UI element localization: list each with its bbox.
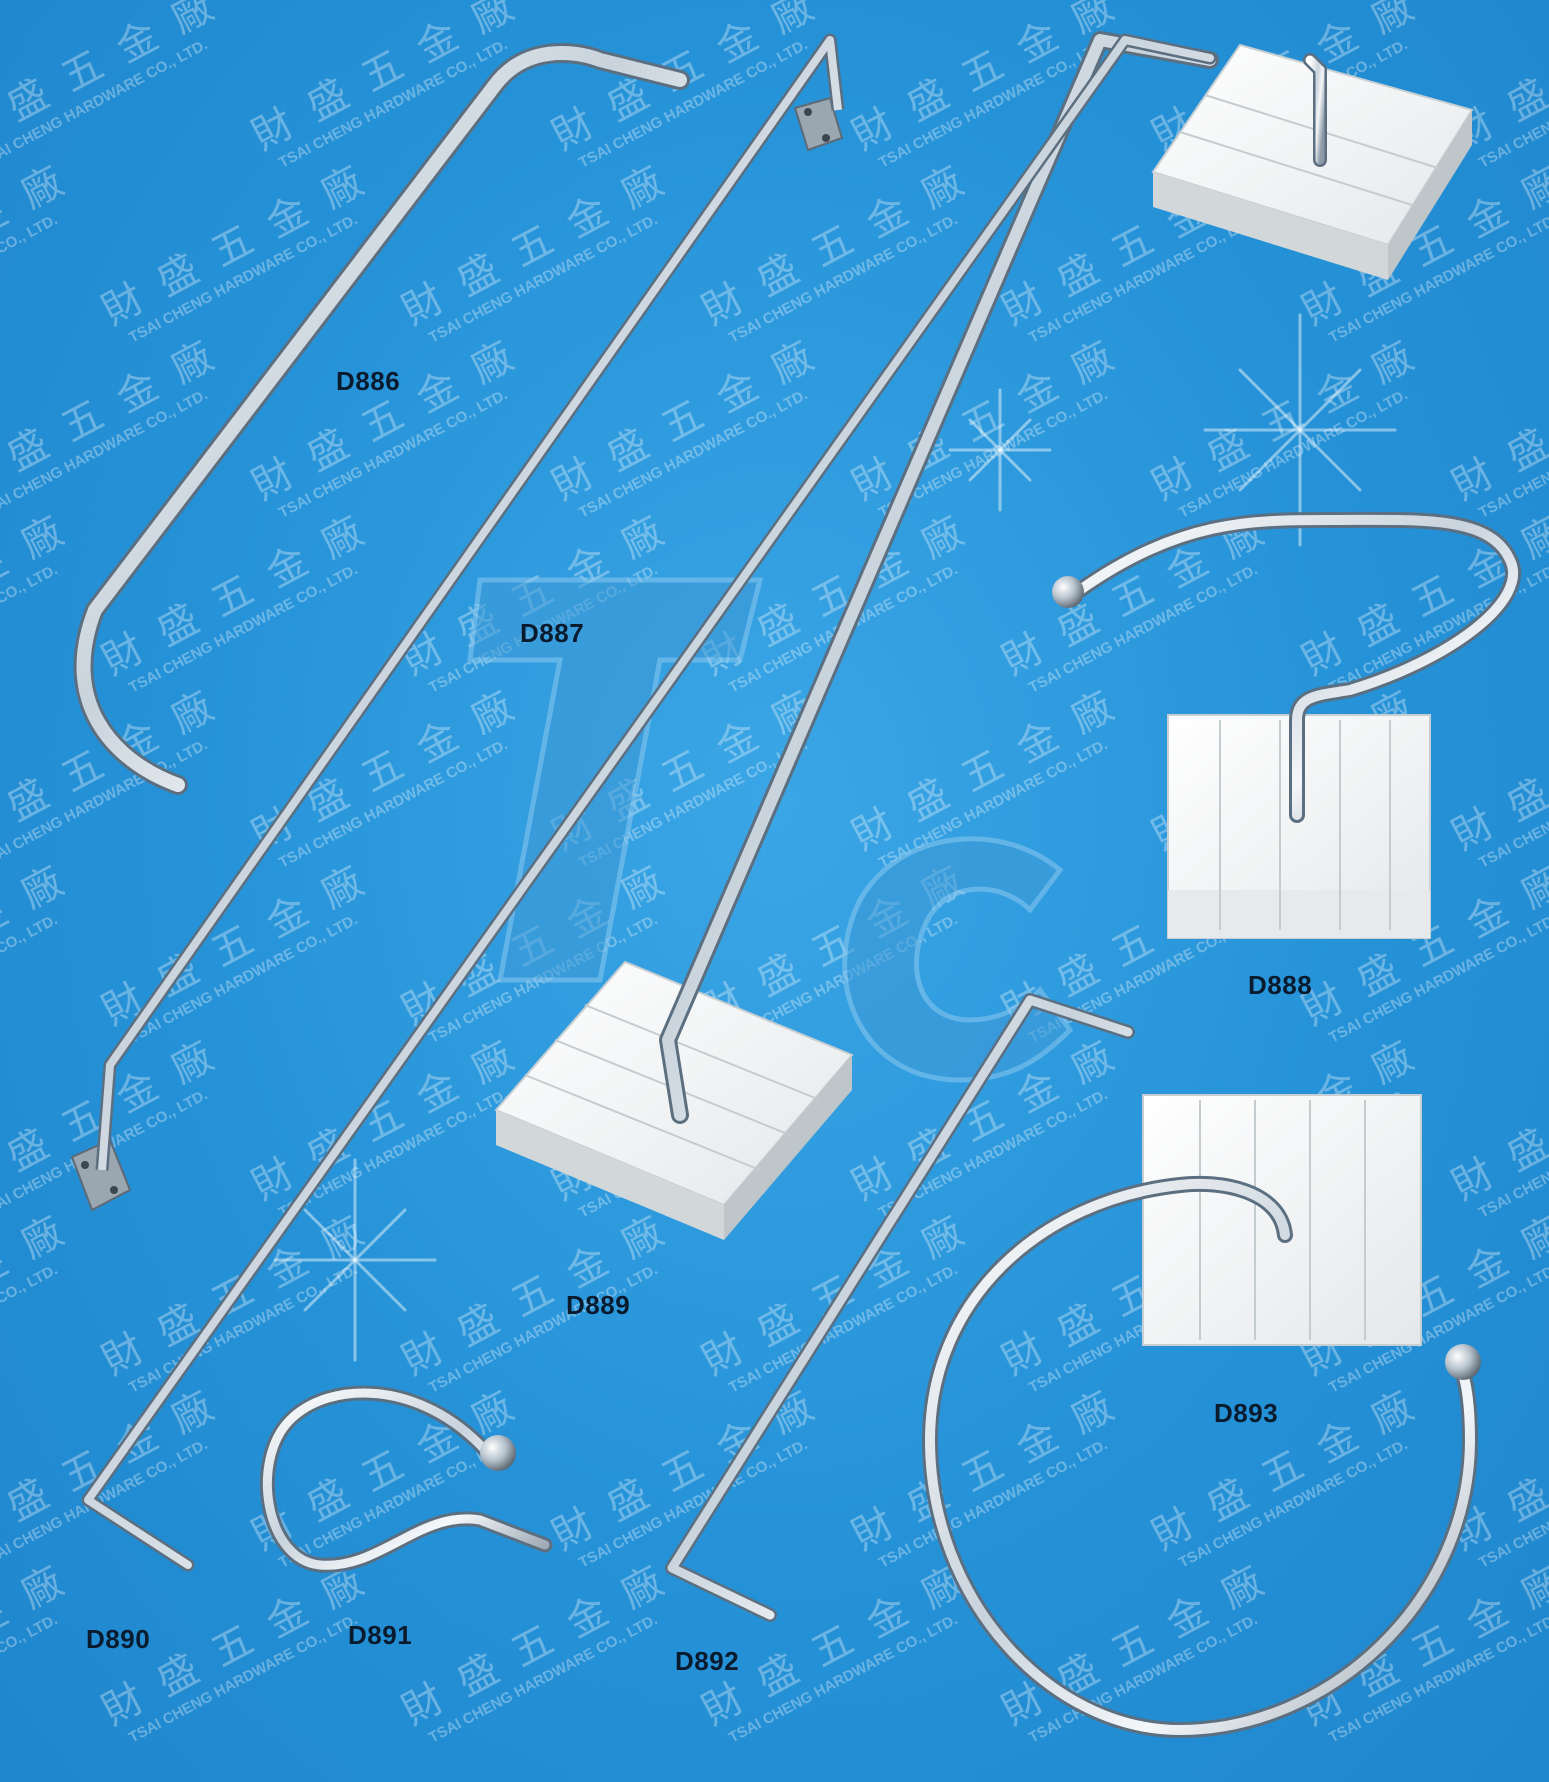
product-d892-image bbox=[665, 993, 1135, 1622]
product-label-d891: D891 bbox=[348, 1620, 413, 1650]
product-d890-image bbox=[81, 33, 1217, 1572]
product-label-d893: D893 bbox=[1214, 1398, 1279, 1428]
product-label-d892: D892 bbox=[675, 1646, 740, 1676]
sparkles bbox=[273, 313, 1397, 1362]
product-label-d887: D887 bbox=[520, 618, 585, 648]
product-label-d889: D889 bbox=[566, 1290, 631, 1320]
product-label-d886: D886 bbox=[336, 366, 401, 396]
product-d887-image bbox=[70, 33, 845, 1212]
product-d893-image bbox=[921, 1094, 1481, 1739]
product-d886-image bbox=[73, 42, 690, 795]
product-label-d888: D888 bbox=[1248, 970, 1313, 1000]
product-d888-upper-base bbox=[1151, 43, 1474, 280]
product-d888-image bbox=[1052, 511, 1521, 939]
product-d891-image bbox=[259, 1385, 553, 1573]
product-label-d890: D890 bbox=[86, 1624, 151, 1654]
